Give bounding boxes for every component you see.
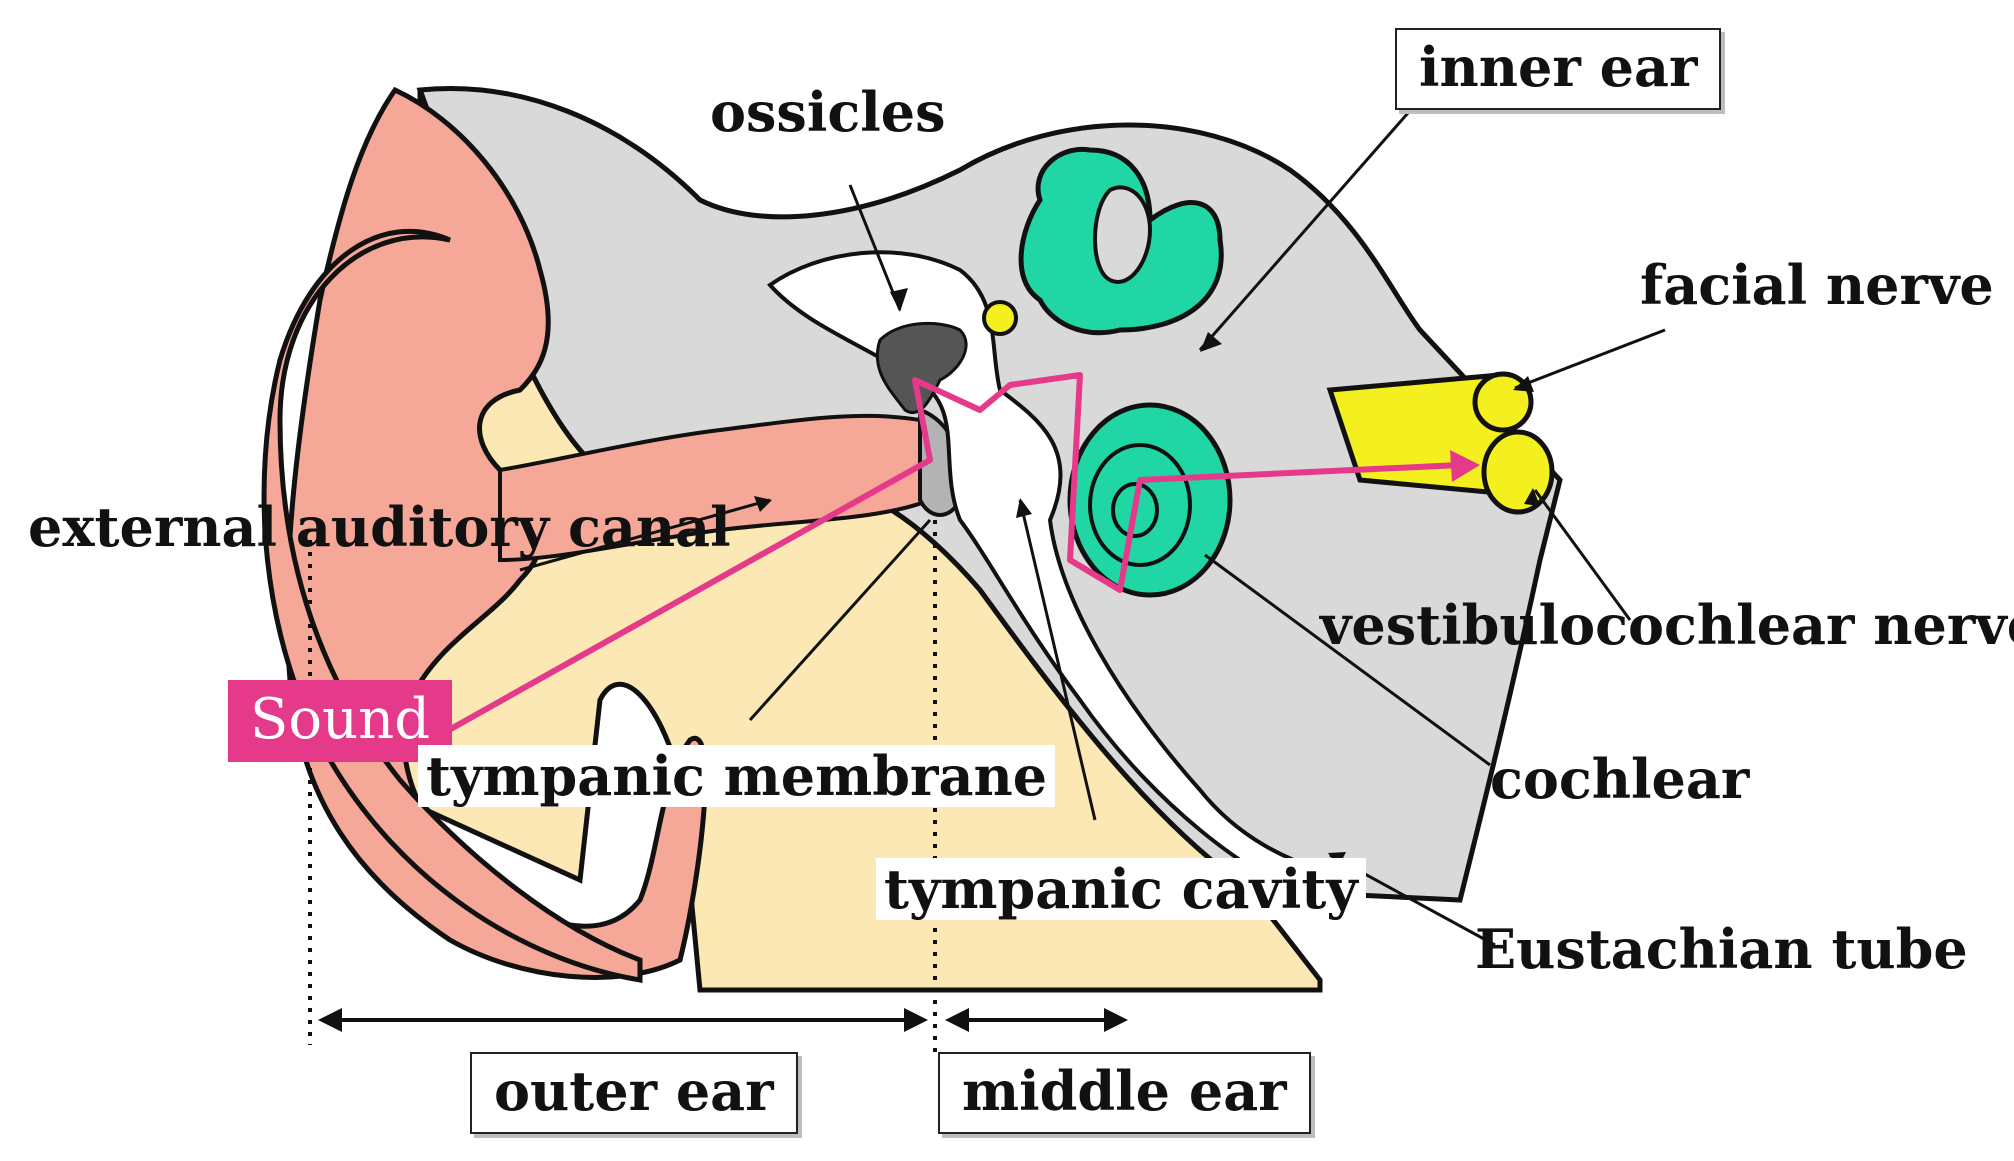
stapes-shape: [982, 300, 1018, 336]
middle-ear-label: middle ear: [938, 1052, 1311, 1134]
eustachian-tube-label: Eustachian tube: [1475, 917, 1968, 981]
sound-path-arrowhead: [1450, 450, 1480, 482]
span-arrowheads: [318, 1008, 1128, 1032]
ossicles-label: ossicles: [710, 80, 946, 144]
cochlea-shape: [1067, 402, 1233, 598]
helix: [261, 228, 643, 983]
middle-ear-cavity: [767, 250, 1322, 903]
external-auditory-canal-label: external auditory canal: [28, 495, 731, 559]
leader-arrowheads: [754, 288, 1540, 868]
facial-nerve-label: facial nerve: [1640, 253, 1994, 317]
inner-ear-label: inner ear: [1395, 28, 1722, 110]
canal-loop-inner: [1093, 185, 1153, 284]
cochlea-turn-1: [1088, 443, 1192, 567]
sound-path: [438, 372, 1461, 738]
sound-label: Sound: [228, 680, 453, 762]
outer-ear-label: outer ear: [470, 1052, 798, 1134]
ossicles-shape: [875, 321, 968, 414]
cochlea-turn-2: [1111, 482, 1159, 538]
cochlear-label: cochlear: [1490, 747, 1750, 811]
tympanic-membrane-label: tympanic membrane: [418, 745, 1056, 807]
tympanic-cavity-label: tympanic cavity: [876, 858, 1366, 920]
vestibulocochlear-nerve-label: vestibulocochlear nerve: [1320, 593, 2014, 657]
leader-lines: [519, 104, 1666, 947]
